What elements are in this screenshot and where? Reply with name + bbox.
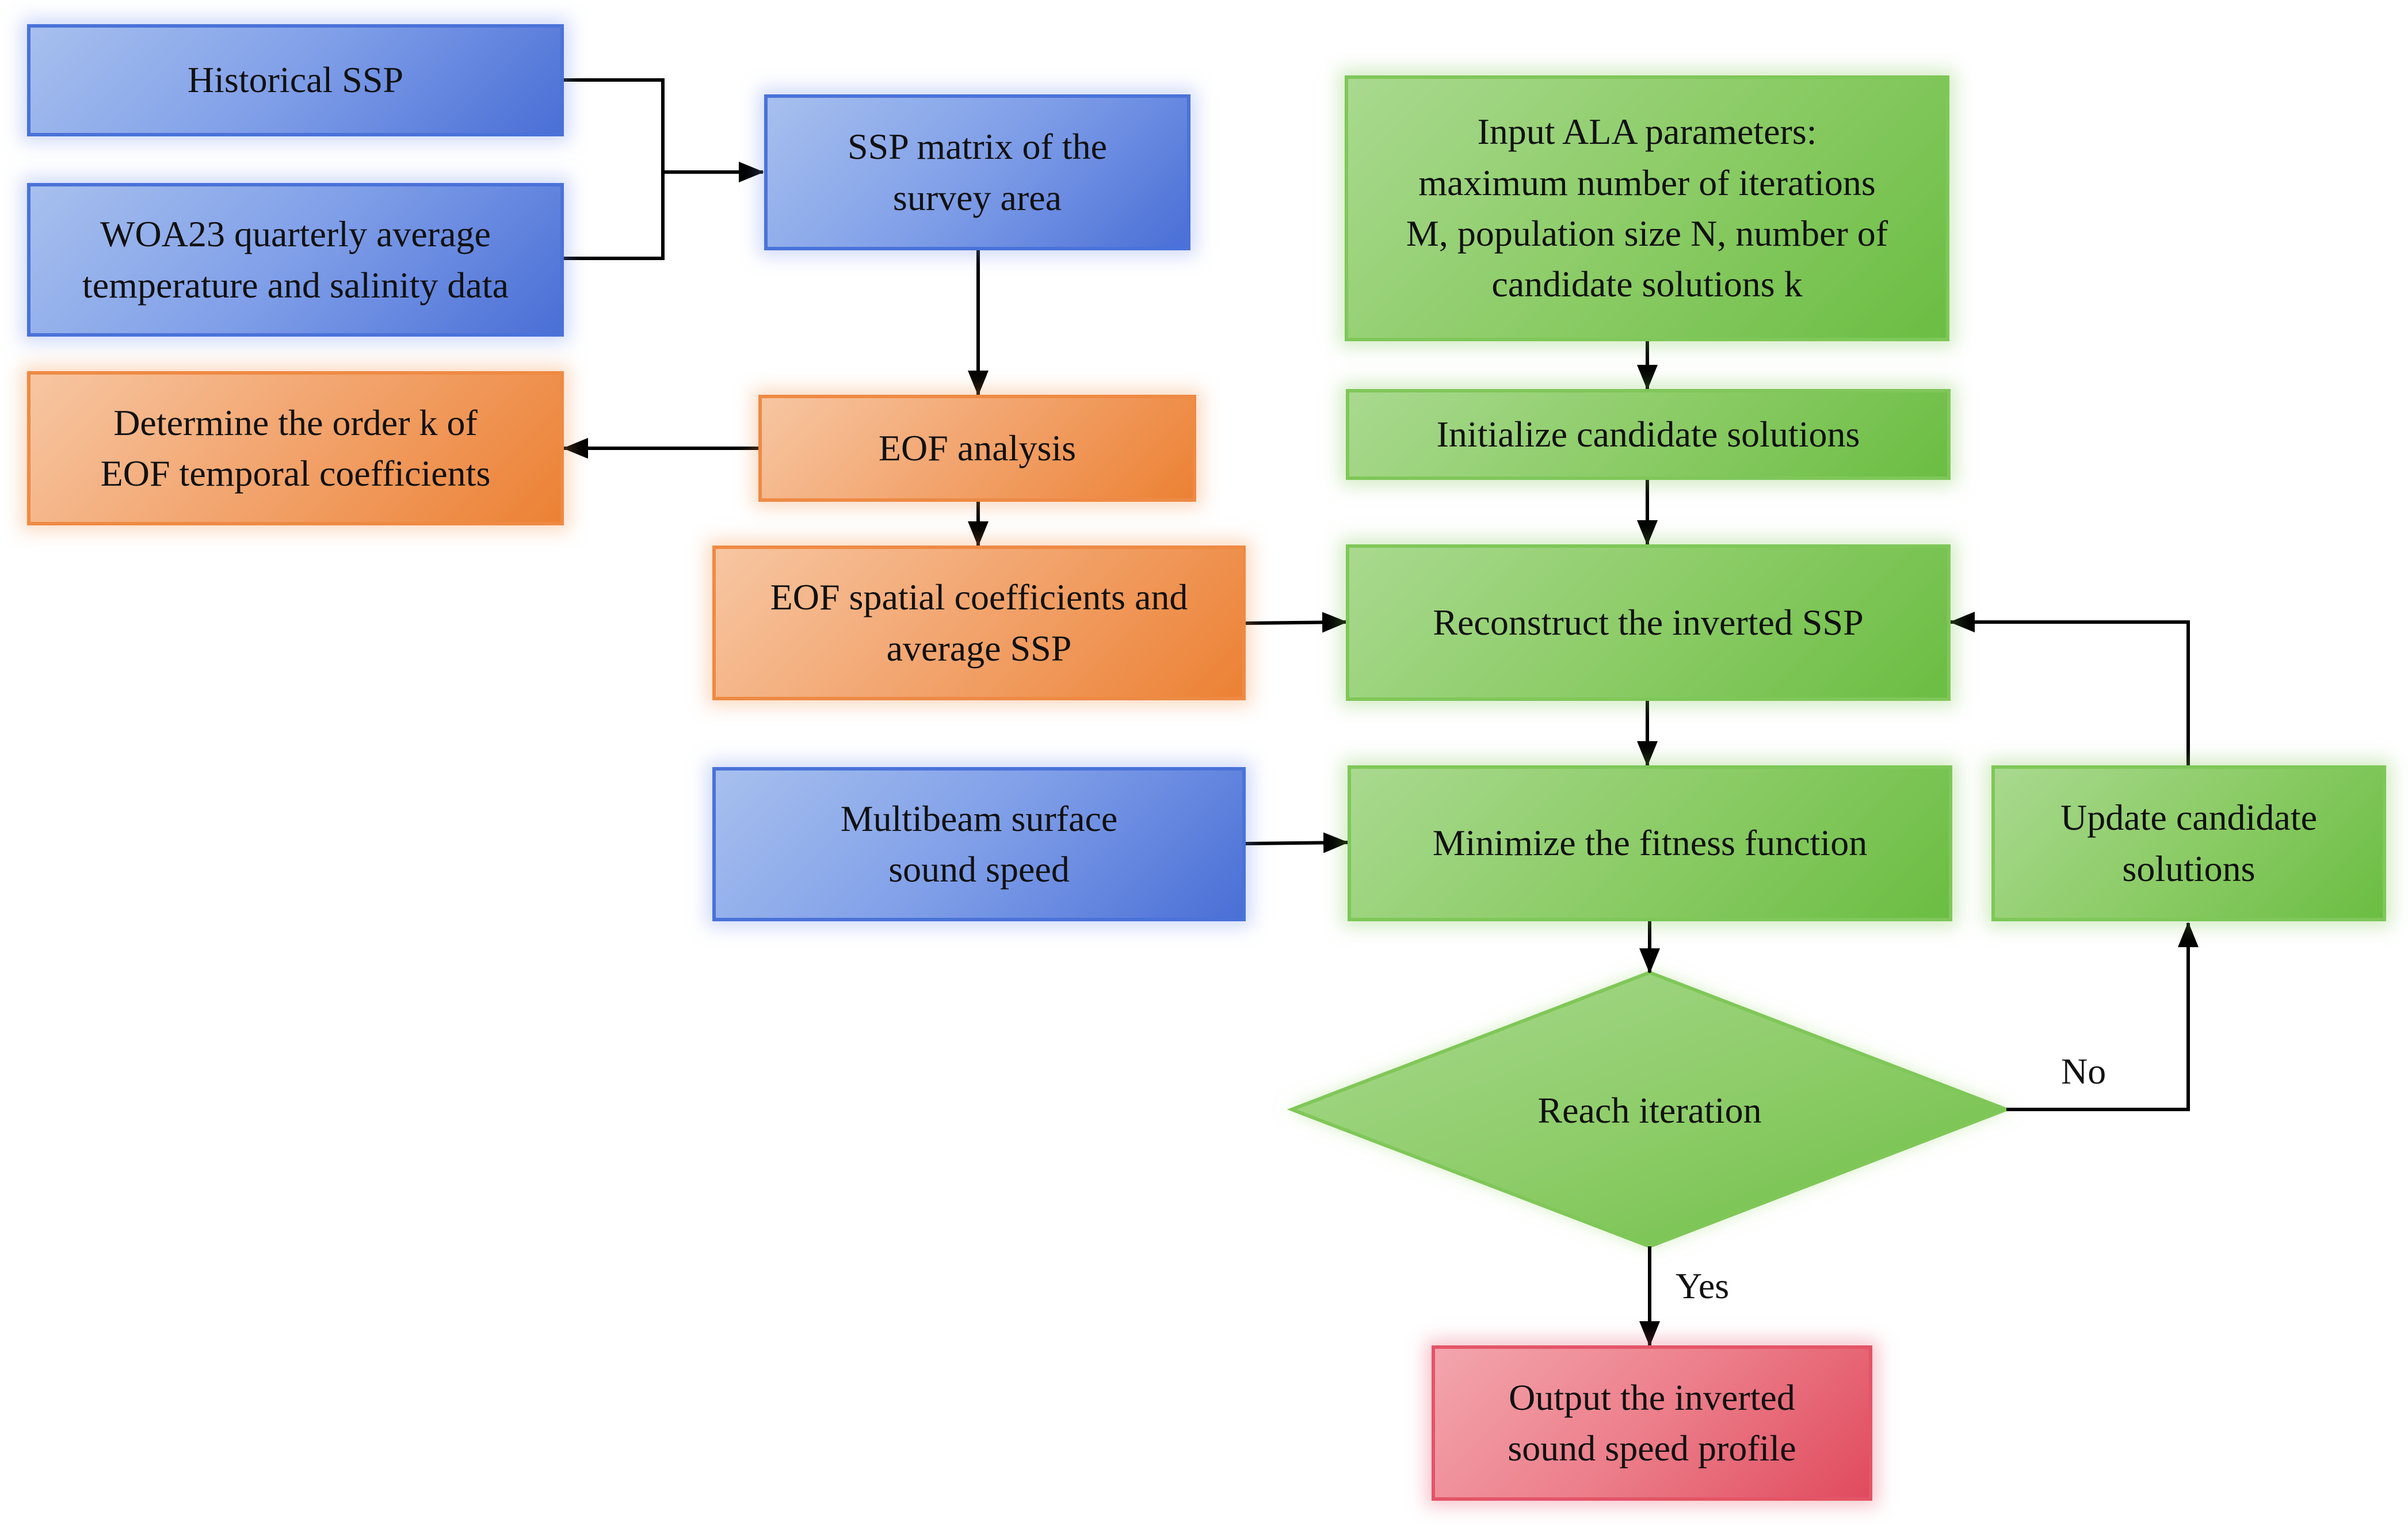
yes-label: Yes xyxy=(1676,1265,1730,1306)
woa23-line-1: WOA23 quarterly average xyxy=(100,213,491,255)
eof-spatial-line-2: average SSP xyxy=(886,627,1072,669)
connector-woa23 xyxy=(564,172,665,260)
update-line-2: solutions xyxy=(2122,848,2256,889)
output-line-2: sound speed profile xyxy=(1508,1428,1796,1469)
eof-spatial-line-1: EOF spatial coefficients and xyxy=(770,577,1188,618)
ssp-matrix-line-2: survey area xyxy=(892,177,1062,218)
historical-ssp-box: Historical SSP xyxy=(27,24,564,136)
arrow-update-to-reconstruct xyxy=(1949,612,2190,765)
multibeam-box: Multibeam surface sound speed xyxy=(712,767,1246,921)
eof-order-box: Determine the order k of EOF temporal co… xyxy=(27,371,564,525)
woa23-line-2: temperature and salinity data xyxy=(82,264,509,306)
update-candidates-box: Update candidate solutions xyxy=(1991,765,2386,921)
ala-parameters-box: Input ALA parameters: maximum number of … xyxy=(1345,75,1949,341)
update-line-1: Update candidate xyxy=(2060,797,2317,838)
multibeam-line-2: sound speed xyxy=(888,849,1070,890)
multibeam-line-1: Multibeam surface xyxy=(840,798,1118,839)
initialize-line-1: Initialize candidate solutions xyxy=(1436,413,1860,455)
eof-analysis-line-1: EOF analysis xyxy=(878,427,1077,468)
connector-historical-ssp xyxy=(564,78,665,172)
eof-order-line-1: Determine the order k of xyxy=(113,402,478,443)
minimize-line-1: Minimize the fitness function xyxy=(1432,822,1868,864)
output-profile-box: Output the inverted sound speed profile xyxy=(1432,1345,1872,1501)
ala-line-2: maximum number of iterations xyxy=(1418,162,1876,203)
initialize-candidates-box: Initialize candidate solutions xyxy=(1346,389,1951,480)
reach-iteration-label: Reach iteration xyxy=(1537,1090,1762,1131)
arrow-no-to-update xyxy=(2006,922,2199,1111)
reconstruct-ssp-box: Reconstruct the inverted SSP xyxy=(1346,544,1951,701)
no-label: No xyxy=(2061,1051,2106,1092)
ssp-matrix-box: SSP matrix of the survey area xyxy=(764,94,1190,250)
ala-line-3: M, population size N, number of xyxy=(1406,213,1888,254)
ala-line-4: candidate solutions k xyxy=(1491,264,1803,305)
arrow-eof-spatial-to-reconstruct xyxy=(1245,612,1348,633)
eof-analysis-box: EOF analysis xyxy=(758,395,1196,502)
historical-ssp-line-1: Historical SSP xyxy=(187,59,404,101)
reconstruct-line-1: Reconstruct the inverted SSP xyxy=(1433,601,1864,643)
woa23-data-box: WOA23 quarterly average temperature and … xyxy=(27,183,564,337)
ala-line-1: Input ALA parameters: xyxy=(1477,111,1817,152)
minimize-fitness-box: Minimize the fitness function xyxy=(1348,765,1952,921)
ssp-matrix-line-1: SSP matrix of the xyxy=(848,126,1107,167)
eof-spatial-box: EOF spatial coefficients and average SSP xyxy=(712,546,1246,700)
arrow-multibeam-to-minimize xyxy=(1245,832,1349,853)
output-line-1: Output the inverted xyxy=(1509,1376,1795,1418)
eof-order-line-2: EOF temporal coefficients xyxy=(100,453,491,494)
